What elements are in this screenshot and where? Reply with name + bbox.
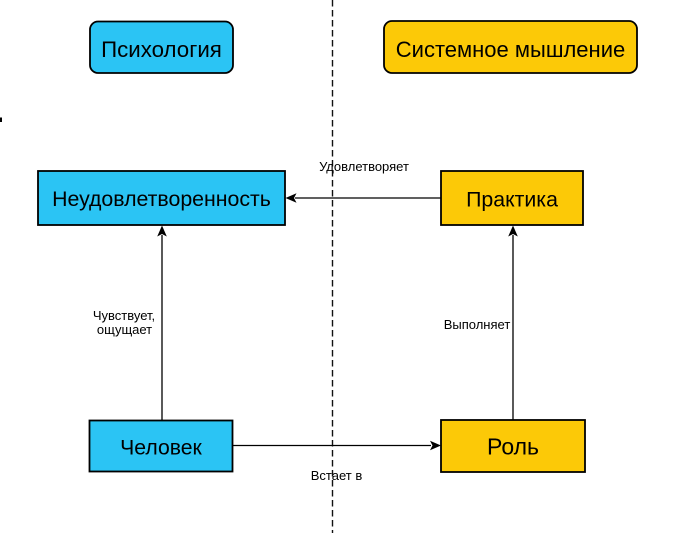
svg-text:Удовлетворяет: Удовлетворяет <box>319 159 409 174</box>
svg-text:Психология: Психология <box>101 37 222 62</box>
svg-text:Встает в: Встает в <box>311 468 363 483</box>
svg-text:Практика: Практика <box>466 188 558 212</box>
svg-text:Чувствует,: Чувствует, <box>93 308 155 323</box>
svg-text:Выполняет: Выполняет <box>444 317 511 332</box>
svg-text:Неудовлетворенность: Неудовлетворенность <box>52 187 271 211</box>
svg-text:Человек: Человек <box>120 437 202 460</box>
svg-text:ощущает: ощущает <box>97 322 152 337</box>
svg-text:Системное мышление: Системное мышление <box>396 37 625 62</box>
svg-text:Роль: Роль <box>487 434 539 460</box>
